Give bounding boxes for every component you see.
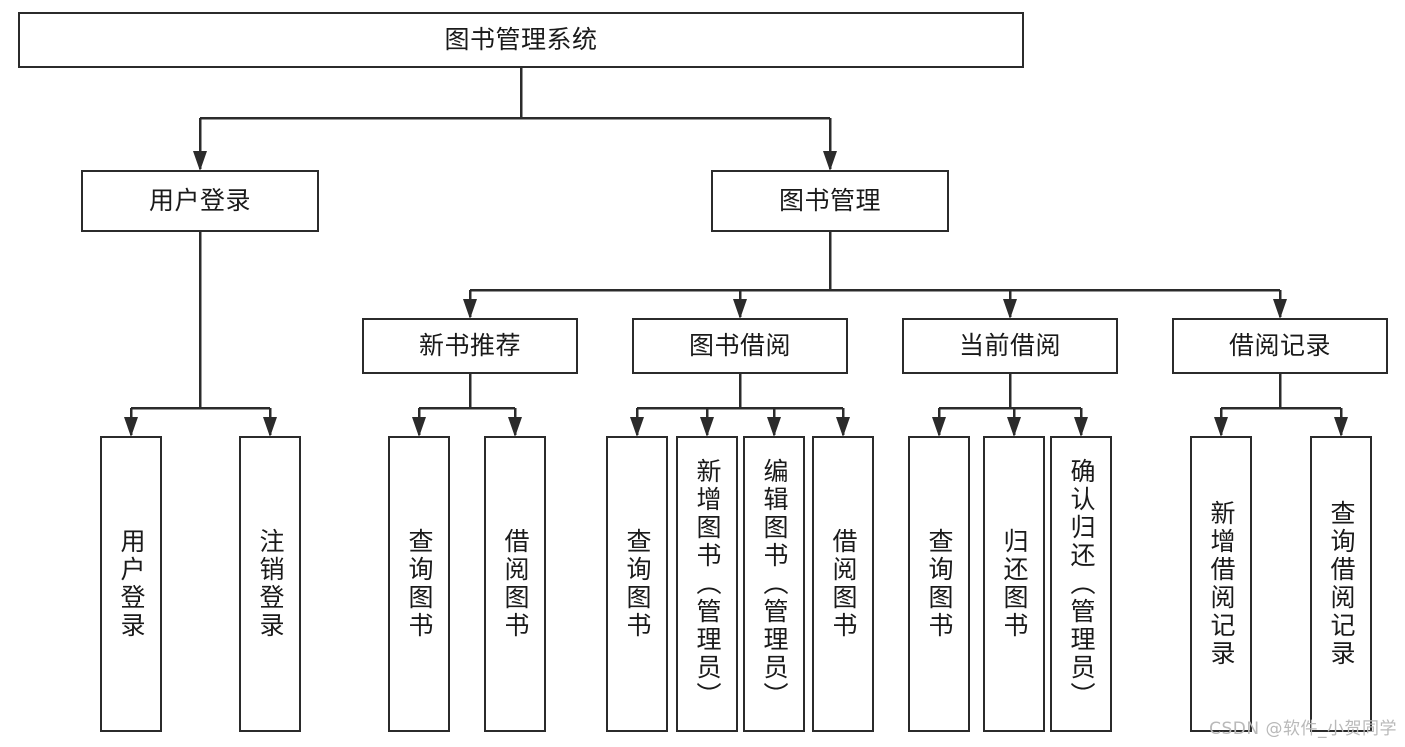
node-label: 借阅记录	[1228, 331, 1331, 361]
node-label: 新增图书（管理员）	[693, 458, 722, 710]
node-current-borrow[interactable]: 当前借阅	[902, 318, 1118, 374]
node-leaf-borrow-book-1[interactable]: 借阅图书	[484, 436, 546, 732]
node-book-borrow[interactable]: 图书借阅	[632, 318, 848, 374]
node-label: 用户登录	[117, 528, 146, 640]
node-label: 查询图书	[925, 528, 954, 640]
node-label: 图书管理系统	[444, 25, 598, 55]
node-label: 借阅图书	[829, 528, 858, 640]
node-new-book-recommend[interactable]: 新书推荐	[362, 318, 578, 374]
node-leaf-edit-book[interactable]: 编辑图书（管理员）	[743, 436, 805, 732]
node-leaf-query-book-2[interactable]: 查询图书	[606, 436, 668, 732]
node-borrow-record[interactable]: 借阅记录	[1172, 318, 1388, 374]
node-leaf-query-book-3[interactable]: 查询图书	[908, 436, 970, 732]
node-root[interactable]: 图书管理系统	[18, 12, 1024, 68]
node-leaf-query-record[interactable]: 查询借阅记录	[1310, 436, 1372, 732]
node-user-login[interactable]: 用户登录	[81, 170, 319, 232]
node-label: 新书推荐	[418, 331, 521, 361]
node-label: 归还图书	[1000, 528, 1029, 640]
node-leaf-logout[interactable]: 注销登录	[239, 436, 301, 732]
node-leaf-return-book[interactable]: 归还图书	[983, 436, 1045, 732]
node-label: 确认归还（管理员）	[1067, 458, 1096, 710]
node-label: 借阅图书	[501, 528, 530, 640]
node-leaf-confirm-return[interactable]: 确认归还（管理员）	[1050, 436, 1112, 732]
node-leaf-add-book[interactable]: 新增图书（管理员）	[676, 436, 738, 732]
node-label: 当前借阅	[958, 331, 1061, 361]
node-label: 查询图书	[623, 528, 652, 640]
node-label: 新增借阅记录	[1207, 500, 1236, 668]
node-label: 查询图书	[405, 528, 434, 640]
node-label: 图书借阅	[688, 331, 791, 361]
node-leaf-user-login[interactable]: 用户登录	[100, 436, 162, 732]
node-leaf-add-record[interactable]: 新增借阅记录	[1190, 436, 1252, 732]
node-leaf-borrow-book-2[interactable]: 借阅图书	[812, 436, 874, 732]
node-label: 图书管理	[778, 186, 881, 216]
node-label: 注销登录	[256, 528, 285, 640]
node-label: 用户登录	[148, 186, 251, 216]
node-label: 查询借阅记录	[1327, 500, 1356, 668]
node-book-manage[interactable]: 图书管理	[711, 170, 949, 232]
node-leaf-query-book-1[interactable]: 查询图书	[388, 436, 450, 732]
node-label: 编辑图书（管理员）	[760, 458, 789, 710]
